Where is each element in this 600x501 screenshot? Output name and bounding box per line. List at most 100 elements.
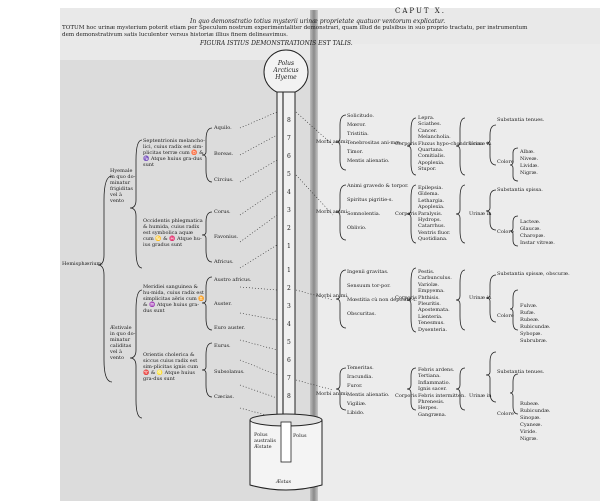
scale-number-upper: 2	[287, 225, 291, 232]
urine-colour-item: Albæ.	[520, 149, 535, 155]
wind-boreas: Boreas.	[214, 151, 234, 157]
urine-label: Urinæ in	[469, 211, 492, 217]
urine-colour-item: Sybopæ.	[520, 331, 542, 337]
urine-colour-item: Instar vitreæ.	[520, 240, 555, 246]
body-disease-item: Dysenteria.	[418, 326, 448, 333]
urine-colour-item: Subrubræ.	[520, 338, 548, 344]
urine-substance-label: Substantia spissa.	[497, 187, 543, 193]
urine-colour-item: Cyaneæ.	[520, 422, 543, 428]
body-disease-item: Pestis.	[418, 269, 435, 275]
body-disease-item: Cancer.	[418, 127, 438, 134]
body-disease-item: Melancholia.	[418, 134, 451, 141]
body-disease-item: Apostemata.	[418, 307, 450, 314]
mind-disease-item: Mentis alienatio.	[347, 158, 390, 164]
mind-disease-item: Iracundia.	[347, 374, 373, 380]
mind-disease-item: Mœstitia cù non deposita-t.	[347, 297, 417, 303]
mind-disease-item: Tristitia.	[347, 131, 369, 137]
body-disease-item: Herpes.	[418, 405, 439, 412]
entry-orientis: Orientis cholerica & siccus cuius radix …	[143, 352, 199, 382]
urine-colour-item: Nigræ.	[520, 170, 538, 176]
wind-corus: Corus.	[214, 209, 231, 215]
body-disease-item: Catarrhus.	[418, 223, 446, 230]
body-disease-item: Ignis sacer.	[418, 386, 447, 393]
mind-disease-item: Oblivio.	[347, 225, 367, 231]
mind-disease-item: Ingenii gravitas.	[347, 269, 389, 275]
urine-substance-label: Substantia spissæ, obscuræ.	[497, 271, 570, 277]
entry-septentrionis: Septentrionis melancho-lici, cuius radix…	[143, 138, 205, 168]
body-disease-item: Tertiana.	[418, 373, 441, 380]
urine-colour-item: Rubeæ.	[520, 401, 540, 407]
body-disease-item: Febris intermitten.	[418, 392, 466, 399]
scale-number-upper: 1	[287, 243, 291, 250]
base-label-right: Polus	[293, 433, 307, 439]
entry-occidentis: Occidentis phlegmatica & humida, cuius r…	[143, 218, 203, 248]
body-disease-item: Epilepsia.	[418, 185, 443, 191]
mind-disease-item: Mentis alienatio.	[347, 392, 390, 398]
body-disease-item: Œdema.	[418, 191, 440, 198]
urine-colour-item: Lividæ.	[520, 163, 539, 169]
urine-colour-item: Rubicundæ.	[520, 324, 551, 330]
urine-colour-label: Colore	[497, 411, 514, 417]
book-gutter	[310, 10, 318, 501]
body-disease-item: Pleuritis.	[418, 301, 441, 307]
body-disease-item: Phrenesis.	[418, 399, 445, 405]
urine-substance-label: Substantia tenues.	[497, 369, 545, 375]
body-disease-item: Lethargia.	[418, 197, 445, 204]
mind-diseases-label: Morbi animi.	[316, 209, 349, 215]
base-label-left: Polus australis Æstate	[254, 432, 276, 450]
body-disease-item: Apoplexia.	[418, 159, 445, 166]
wind-africus: Africus.	[214, 259, 234, 265]
scale-number-upper: 6	[287, 153, 291, 160]
urine-colour-item: Rubicundæ.	[520, 408, 551, 414]
body-disease-item: Carbunculus.	[418, 275, 452, 282]
hemisphere-root: Hemisphærium.	[62, 261, 103, 267]
mind-disease-item: Sensuum tor-por.	[347, 283, 391, 289]
scale-number-upper: 8	[287, 117, 291, 124]
scale-number-lower: 2	[287, 285, 291, 292]
body-disease-item: Stupor.	[418, 166, 437, 173]
scale-number-lower: 6	[287, 357, 291, 364]
scale-number-lower: 8	[287, 393, 291, 400]
chapter-title: In quo demonstratio totius mysterii urin…	[190, 18, 446, 25]
body-diseases-label: Corporis	[395, 295, 417, 301]
body-disease-item: Variolæ.	[418, 281, 440, 288]
urine-colour-item: Rubeæ.	[520, 317, 540, 323]
mind-disease-item: Animi gravedo & torpor.	[347, 183, 409, 189]
wind-auster: Auster.	[214, 301, 232, 307]
body-disease-item: Quotidiana.	[418, 236, 448, 243]
urine-label: Urinæ in	[469, 141, 492, 147]
scale-number-upper: 3	[287, 207, 291, 214]
urine-colour-item: Sinopæ.	[520, 415, 541, 421]
urine-colour-label: Colore	[497, 229, 514, 235]
urine-colour-item: Fulvæ.	[520, 303, 538, 309]
urine-colour-item: Nigræ.	[520, 436, 538, 442]
mind-disease-item: Obscuritas.	[347, 311, 377, 317]
urine-label: Urinæ in	[469, 393, 492, 399]
scale-number-upper: 5	[287, 171, 291, 178]
scale-number-lower: 1	[287, 267, 291, 274]
scale-number-upper: 4	[287, 189, 291, 196]
mind-disease-item: Libido.	[347, 410, 365, 416]
urine-colour-item: Charopæ.	[520, 233, 545, 239]
wind-austro-africus: Austro africus.	[214, 277, 252, 283]
intro-line-1: TOTUM hoc urinæ mysterium poterit etiam …	[62, 25, 528, 31]
scale-number-upper: 7	[287, 135, 291, 142]
wind-favonius: Favonius.	[214, 234, 239, 240]
mind-disease-item: Tenebrositas ani-mæ.	[347, 140, 402, 146]
mind-disease-item: Vigiliæ.	[347, 401, 367, 407]
group-hyemale-label: Hyemale in quo do-minatur frigiditas vel…	[110, 168, 136, 204]
body-disease-item: Fluxus hypo-chondriacus.	[418, 140, 484, 147]
mind-diseases-label: Morbi animi.	[316, 293, 349, 299]
wind-aquilo: Aquilo.	[214, 125, 232, 131]
body-diseases-label: Corporis	[395, 393, 417, 399]
intro-line-2: dem demonstrativum satis luculenter vers…	[62, 32, 288, 38]
figure-caption: FIGURA ISTIUS DEMONSTRATIONIS EST TALIS.	[200, 40, 353, 47]
right-page-shading	[315, 44, 600, 501]
wind-caecias: Cæcias.	[214, 394, 235, 400]
urine-colour-label: Colore	[497, 313, 514, 319]
scale-number-lower: 4	[287, 321, 291, 328]
mind-diseases-label: Morbi animi.	[316, 139, 349, 145]
mind-disease-item: Spiritus pigritie-s.	[347, 197, 394, 203]
body-disease-item: Lepra.	[418, 115, 435, 121]
